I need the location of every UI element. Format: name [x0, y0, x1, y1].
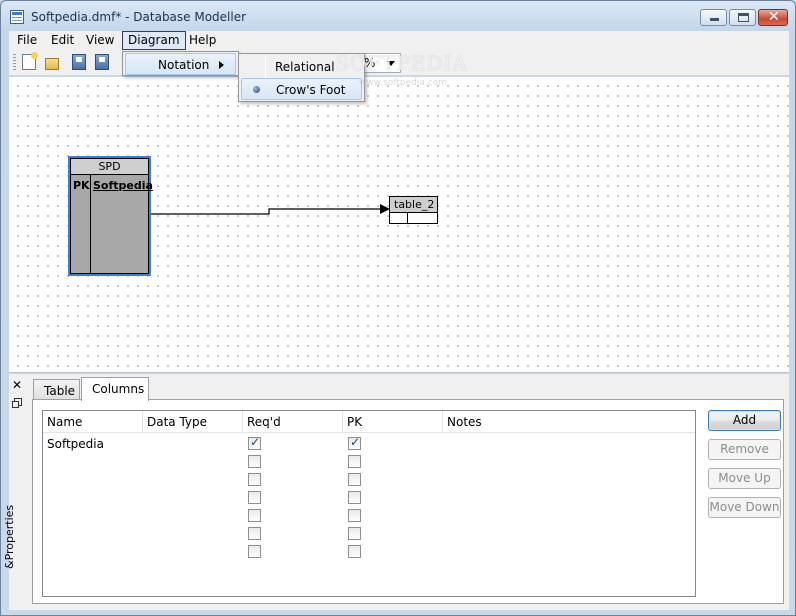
table-table-2[interactable]: table_2 [389, 196, 438, 224]
toolbar-grip[interactable] [13, 54, 16, 72]
pk-checkbox[interactable] [348, 545, 361, 558]
table-row[interactable]: Softpedia [43, 435, 695, 454]
cell-name[interactable]: Softpedia [47, 437, 104, 451]
table-spd-divider [90, 175, 91, 273]
add-button[interactable]: Add [708, 410, 781, 431]
reqd-checkbox[interactable] [248, 473, 261, 486]
menu-diagram[interactable]: Diagram [122, 31, 186, 50]
pk-checkbox[interactable] [348, 491, 361, 504]
reqd-checkbox[interactable] [248, 491, 261, 504]
table-row[interactable] [43, 508, 695, 526]
menu-item-notation-label: Notation [158, 58, 210, 72]
pk-checkbox[interactable] [348, 435, 361, 450]
col-header-data-type[interactable]: Data Type [143, 411, 243, 433]
chevron-down-icon[interactable] [384, 55, 398, 71]
open-file-button[interactable] [43, 53, 63, 73]
diagram-canvas[interactable]: SPD PK Softpedia table_2 [9, 77, 789, 373]
pk-label: PK [73, 179, 90, 192]
tab-table[interactable]: Table [33, 379, 80, 399]
tab-columns[interactable]: Columns [81, 377, 149, 401]
menu-item-notation[interactable]: Notation [125, 53, 236, 75]
maximize-button[interactable] [729, 9, 756, 26]
menu-item-relational[interactable]: Relational [241, 56, 362, 78]
zoom-value: % [364, 56, 376, 70]
menu-item-crows-foot[interactable]: Crow's Foot [241, 78, 362, 100]
grid-header: Name Data Type Req'd PK Notes [43, 411, 695, 433]
submenu-arrow-icon [219, 61, 228, 69]
table-2-title: table_2 [390, 197, 437, 213]
menu-help[interactable]: Help [189, 33, 217, 47]
title-bar: Softpedia.dmf* - Database Modeller ✕ [1, 1, 795, 31]
maximize-icon [738, 13, 749, 22]
menu-edit[interactable]: Edit [51, 33, 75, 47]
notation-submenu: Relational Crow's Foot [238, 53, 365, 102]
table-row[interactable] [43, 472, 695, 490]
new-file-button[interactable] [20, 52, 40, 73]
remove-button[interactable]: Remove [708, 439, 781, 460]
save-as-icon [95, 54, 109, 70]
menu-item-crows-foot-label: Crow's Foot [276, 83, 346, 97]
diagram-menu: Notation [122, 51, 239, 76]
table-row[interactable] [43, 526, 695, 544]
app-icon [10, 10, 24, 24]
table-row[interactable] [43, 490, 695, 508]
save-as-button[interactable] [93, 53, 113, 73]
window-title: Softpedia.dmf* - Database Modeller [31, 10, 247, 24]
reqd-checkbox[interactable] [248, 435, 261, 450]
columns-tab-body: Name Data Type Req'd PK Notes Softpedia … [32, 399, 784, 604]
reqd-checkbox[interactable] [248, 527, 261, 540]
col-header-reqd[interactable]: Req'd [243, 411, 343, 433]
table-spd-title: SPD [71, 159, 148, 175]
menu-item-relational-label: Relational [275, 60, 335, 74]
close-button[interactable]: ✕ [758, 9, 788, 26]
relationship-connector[interactable] [9, 77, 789, 373]
properties-dock-label: &Properties [3, 504, 16, 569]
table-2-divider [407, 213, 408, 223]
reqd-checkbox[interactable] [248, 455, 261, 468]
column-softpedia: Softpedia [93, 179, 153, 192]
menu-file[interactable]: File [17, 33, 38, 47]
dock-icon[interactable] [12, 398, 22, 408]
columns-grid: Name Data Type Req'd PK Notes Softpedia [42, 410, 696, 597]
col-header-name[interactable]: Name [43, 411, 143, 433]
pk-checkbox[interactable] [348, 473, 361, 486]
pk-checkbox[interactable] [348, 455, 361, 468]
new-file-icon [22, 52, 38, 70]
menu-view[interactable]: View [86, 33, 115, 47]
move-down-button[interactable]: Move Down [708, 497, 781, 518]
table-row[interactable] [43, 544, 695, 562]
col-header-notes[interactable]: Notes [447, 415, 482, 429]
menu-bar: File Edit View Diagram Help [9, 31, 789, 50]
arrow-head-icon [380, 204, 390, 214]
close-icon[interactable]: ✕ [12, 378, 23, 392]
radio-selected-icon [253, 86, 260, 93]
pk-checkbox[interactable] [348, 509, 361, 522]
properties-panel: Table Columns Name Data Type Req'd PK No… [27, 374, 789, 610]
col-header-pk[interactable]: PK [343, 411, 443, 433]
table-spd[interactable]: SPD PK Softpedia [68, 156, 153, 276]
save-icon [72, 54, 86, 70]
minimize-icon [710, 18, 719, 21]
close-icon: ✕ [768, 9, 780, 25]
minimize-button[interactable] [700, 9, 727, 26]
reqd-checkbox[interactable] [248, 509, 261, 522]
properties-dock-strip: ✕ [9, 374, 27, 610]
pk-checkbox[interactable] [348, 527, 361, 540]
move-up-button[interactable]: Move Up [708, 468, 781, 489]
table-row[interactable] [43, 454, 695, 472]
reqd-checkbox[interactable] [248, 545, 261, 558]
folder-open-icon [45, 58, 59, 70]
save-button[interactable] [70, 53, 90, 73]
menu-gutter [265, 56, 266, 99]
